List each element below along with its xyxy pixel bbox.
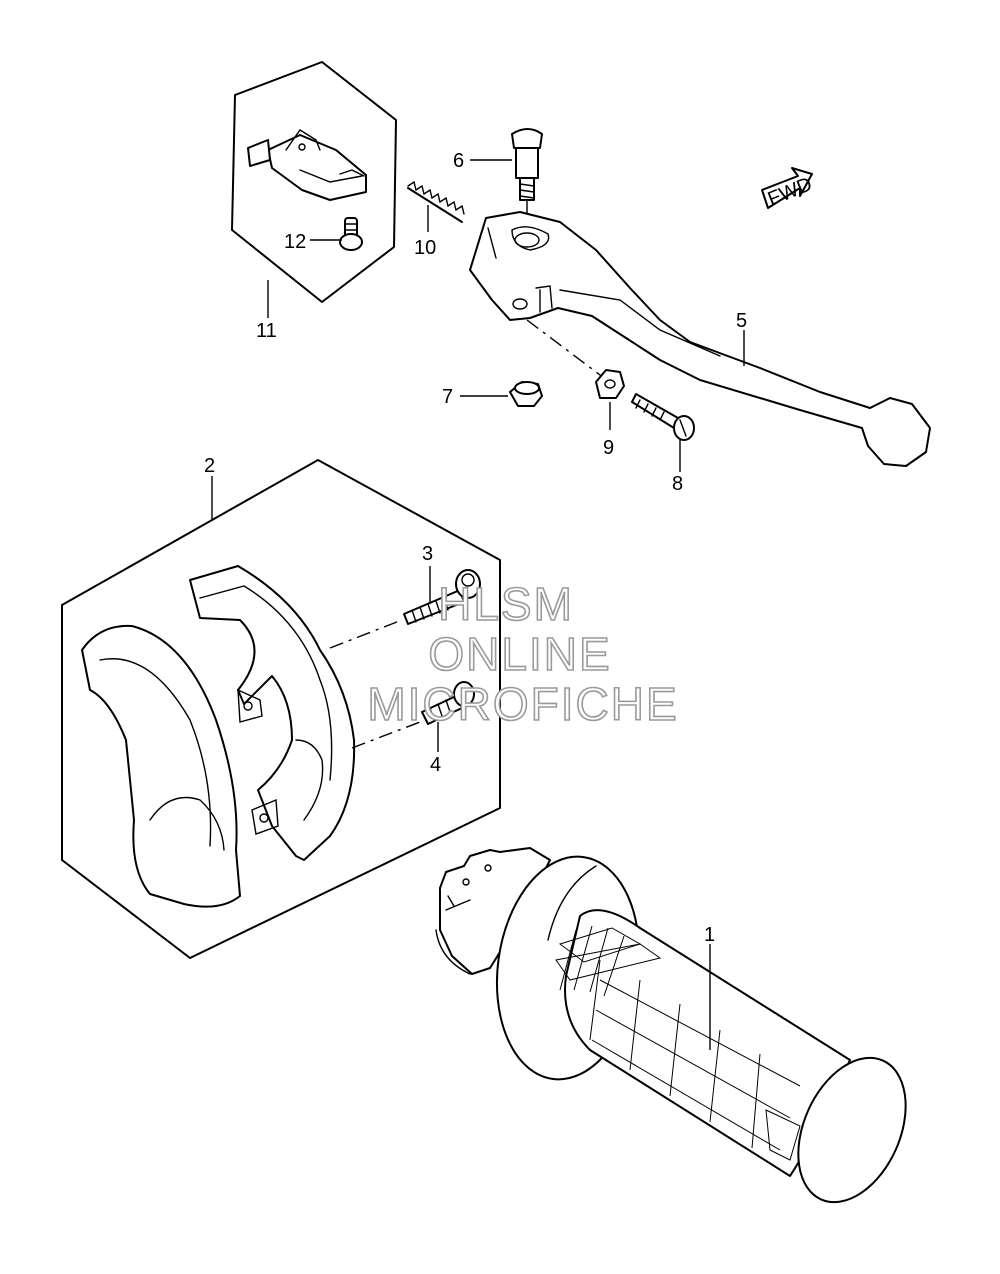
callout-2: 2: [204, 455, 215, 477]
part-2-clamp-left: [81, 624, 241, 908]
part-12-screw[interactable]: [339, 217, 363, 251]
part-1-grip[interactable]: 1: [435, 847, 927, 1219]
callout-8: 8: [672, 473, 683, 495]
callout-9: 9: [603, 437, 614, 459]
part-11-switch: [247, 129, 367, 201]
part-4-screw[interactable]: 4: [421, 681, 475, 776]
callout-1: 1: [704, 924, 715, 946]
watermark-line-1: HLSM: [438, 578, 574, 630]
callout-4: 4: [430, 754, 441, 776]
part-9-nut[interactable]: 9: [595, 369, 625, 459]
callout-6: 6: [453, 150, 464, 172]
part-5-lever[interactable]: 5: [469, 211, 931, 467]
callout-12: 12: [284, 231, 306, 253]
part-3-screw[interactable]: 3: [403, 543, 481, 625]
callout-7: 7: [442, 386, 453, 408]
part-1-mesh: [555, 925, 801, 1161]
watermark: HLSM ONLINE MICROFICHE: [367, 577, 678, 731]
part-1-end-cap: [797, 1056, 907, 1204]
callout-5: 5: [736, 310, 747, 332]
callout-3: 3: [422, 543, 433, 565]
watermark-line-2: ONLINE: [428, 628, 611, 680]
part-2-bracket-right: [189, 565, 356, 861]
watermark-line-3: MICROFICHE: [367, 678, 678, 730]
part-8-bolt[interactable]: 8: [631, 393, 695, 495]
part-2-bracket-kit[interactable]: 2: [61, 455, 501, 959]
callout-10: 10: [414, 237, 436, 259]
part-6-pivot-bolt[interactable]: 6: [453, 128, 543, 245]
part-11-switch-kit[interactable]: 12 11: [231, 61, 397, 342]
fwd-arrow-icon: FWD: [761, 167, 815, 211]
part-10-spring[interactable]: 10: [407, 180, 465, 259]
callout-11: 11: [256, 320, 277, 342]
part-7-nut[interactable]: 7: [442, 381, 543, 408]
